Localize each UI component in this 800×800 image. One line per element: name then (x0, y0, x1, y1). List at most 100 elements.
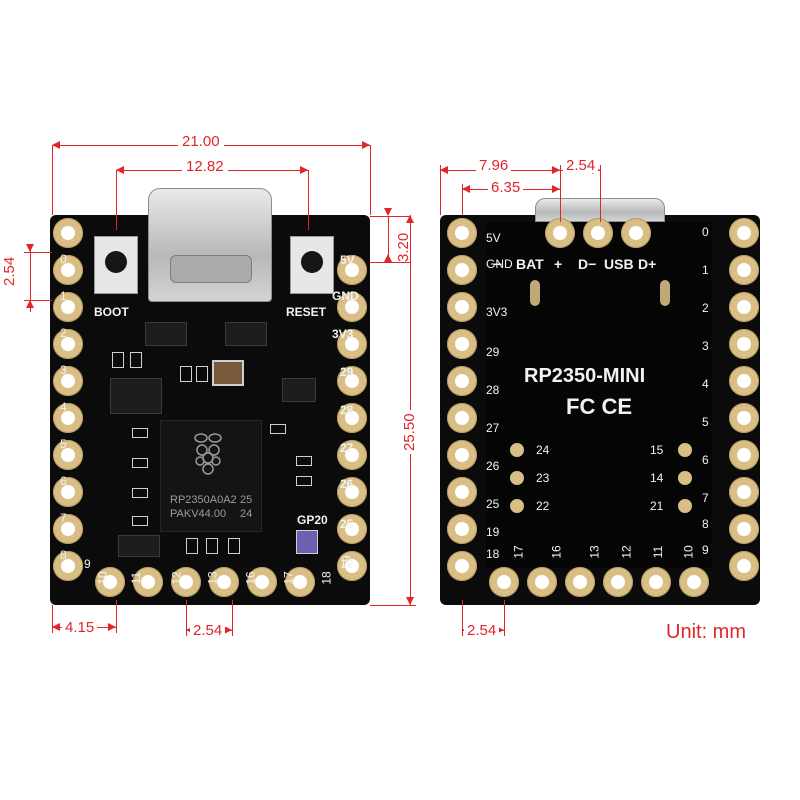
pad-hole (737, 374, 751, 388)
back-inner-right-pad (678, 499, 692, 513)
dim-pitch-left-label: 2.54 (1, 256, 18, 286)
dim-ext-bbb-right (504, 600, 505, 636)
front-left-pad-1 (53, 255, 83, 285)
capacitor-9 (270, 424, 286, 434)
front-right-pad-8 (337, 514, 367, 544)
usb-c-connector (148, 188, 272, 302)
capacitor-10 (296, 456, 312, 466)
capacitor-13 (206, 538, 218, 554)
back-inner-right-pad (678, 471, 692, 485)
back-left-pad-6 (447, 440, 477, 470)
gp20-label: GP20 (297, 513, 328, 527)
back-right-label: 7 (702, 491, 709, 505)
dim-ext-bp-right (232, 600, 233, 636)
mcu-date-code-2: 24 (240, 508, 253, 520)
pad-hole (345, 485, 359, 499)
back-inner-left-label: 22 (536, 499, 550, 513)
back-right-pad-7 (729, 477, 759, 507)
back-bat-minus: − (494, 256, 503, 272)
dim-ext-bo-left (52, 605, 53, 633)
back-inner-left-pad (510, 499, 524, 513)
pad-hole (737, 448, 751, 462)
back-left-pad-3 (447, 329, 477, 359)
pad-hole (611, 575, 625, 589)
front-bottom-pin-label: 10 (95, 571, 110, 585)
pad-hole (553, 226, 567, 240)
pad-hole (649, 575, 663, 589)
crystal (212, 360, 244, 386)
front-left-pad-6 (53, 440, 83, 470)
front-bottom-pad-3 (209, 567, 239, 597)
pad-hole (293, 575, 307, 589)
back-left-pad-5 (447, 403, 477, 433)
back-top-pad-0 (545, 218, 575, 248)
dim-ext-offset-top (370, 216, 410, 217)
pad-hole (455, 300, 469, 314)
back-cert-marks: FC CE (566, 394, 632, 419)
usb-c-slot (170, 255, 252, 283)
dim-width-label: 21.00 (178, 134, 224, 149)
boot-button (94, 236, 138, 294)
inductor (118, 535, 160, 557)
front-right-pad-2 (337, 292, 367, 322)
front-right-pad-7 (337, 477, 367, 507)
dim-back-pitch-top-label: 2.54 (563, 158, 599, 173)
unit-label: Unit: mm (666, 621, 746, 643)
front-left-pad-2 (53, 292, 83, 322)
flash-chip (110, 378, 162, 414)
pad-hole (179, 575, 193, 589)
pad-hole (345, 522, 359, 536)
arrow-left-icon (116, 166, 124, 174)
dim-ext-pitch-bottom (24, 300, 52, 301)
pad-hole (573, 575, 587, 589)
capacitor-6 (132, 458, 148, 468)
back-right-label: 5 (702, 415, 709, 429)
back-right-label: 0 (702, 225, 709, 239)
back-bottom-pad-0 (489, 567, 519, 597)
pad-hole (61, 263, 75, 277)
pad-hole (61, 448, 75, 462)
back-product-name: RP2350-MINI (524, 365, 646, 387)
pad-hole (737, 337, 751, 351)
arrow-left-icon (440, 166, 448, 174)
back-left-pad-9 (447, 551, 477, 581)
pad-hole (455, 448, 469, 462)
pad-hole (217, 575, 231, 589)
front-right-pin-label: 3V3 (332, 327, 354, 341)
front-left-pin-label: 5 (60, 437, 67, 451)
front-bottom-pin-label: 13 (205, 571, 220, 585)
arrow-left-icon (52, 141, 60, 149)
dim-ext-bbb-left (462, 600, 463, 636)
dim-height-label: 25.50 (401, 410, 418, 454)
dim-ext-offset-bottom (370, 262, 410, 263)
front-left-pad-7 (53, 477, 83, 507)
pad-hole (497, 575, 511, 589)
arrow-up-icon (406, 215, 414, 223)
led-gp20 (296, 530, 318, 554)
back-inner-left-pad (510, 471, 524, 485)
capacitor-12 (186, 538, 198, 554)
back-dplus-label: D+ (638, 256, 657, 272)
capacitor-3 (180, 366, 192, 382)
pad-hole (61, 300, 75, 314)
dim-offset-label: 3.20 (395, 232, 412, 262)
pad-hole (737, 411, 751, 425)
front-right-pin-label: GND (332, 289, 359, 303)
front-left-pin-label: 4 (60, 400, 67, 414)
pad-hole (61, 374, 75, 388)
back-right-pad-8 (729, 514, 759, 544)
front-bottom-pin-label: 18 (319, 571, 334, 585)
front-left-pad-9 (53, 551, 83, 581)
back-right-pad-4 (729, 366, 759, 396)
back-dminus-label: D− (578, 256, 597, 272)
back-bottom-label: 17 (511, 545, 526, 559)
dim-usb-label: 12.82 (182, 159, 228, 174)
back-bottom-pad-2 (565, 567, 595, 597)
front-right-pin-label: 5V (340, 253, 355, 267)
back-right-label: 8 (702, 517, 709, 531)
back-top-pad-1 (583, 218, 613, 248)
back-bottom-label: 13 (587, 545, 602, 559)
dim-line-pitch-left (30, 250, 31, 312)
bat-pad-1 (530, 280, 540, 306)
capacitor-2 (130, 352, 142, 368)
